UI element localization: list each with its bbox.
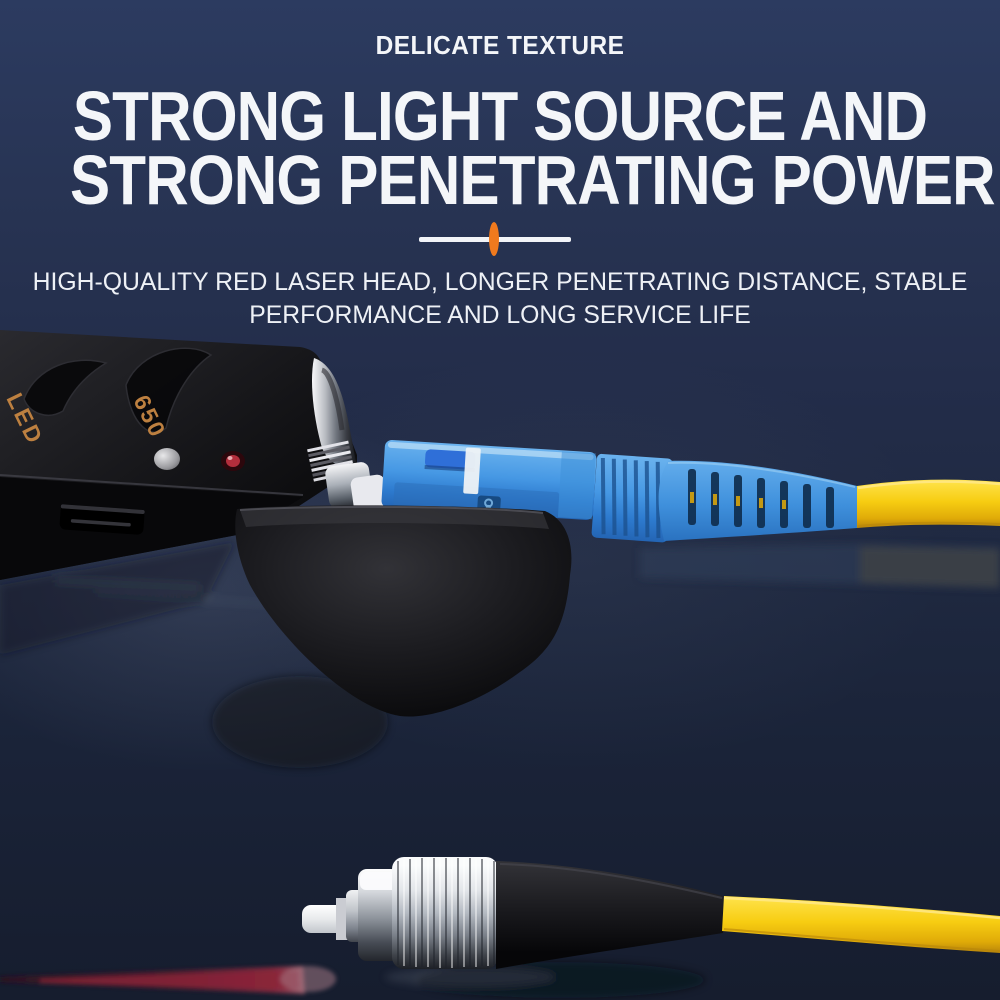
fiber-cable-top: [857, 479, 1000, 528]
tagline: DELICATE TEXTURE: [375, 30, 625, 60]
fiber-cable-bottom: [722, 896, 1000, 953]
title-line-2: STRONG PENETRATING POWER: [70, 141, 996, 219]
laser-indicator-light: [221, 451, 245, 471]
boot-slits: [688, 469, 834, 528]
button-swoosh-right: [125, 347, 213, 434]
subtitle-line-2: PERFORMANCE AND LONG SERVICE LIFE: [249, 301, 751, 329]
button-swoosh-left: [23, 359, 108, 416]
red-laser-beam: [0, 966, 336, 994]
connector-boot: [658, 460, 857, 541]
subtitle-line-1: HIGH-QUALITY RED LASER HEAD, LONGER PENE…: [32, 268, 968, 296]
surface-reflections: [0, 542, 1000, 998]
fc-connector: [0, 857, 1000, 994]
page-title: STRONG LIGHT SOURCE AND STRONG PENETRATI…: [70, 77, 996, 219]
device-front-face: [0, 477, 303, 580]
knurled-cap: [392, 857, 498, 969]
connector-collar: [358, 869, 400, 961]
strain-relief: [591, 453, 673, 543]
fc-boot: [496, 861, 727, 969]
sc-connector-assembly: [381, 439, 1000, 543]
sc-latch: [424, 449, 476, 470]
usb-port: [59, 504, 145, 535]
divider: [0, 222, 1000, 258]
power-indicator-light: [154, 448, 180, 470]
title-line-1: STRONG LIGHT SOURCE AND: [72, 77, 928, 155]
fc-adapter: [307, 358, 388, 512]
divider-accent-icon: [489, 222, 499, 256]
adapter-collar: [350, 474, 388, 512]
subtitle: HIGH-QUALITY RED LASER HEAD, LONGER PENE…: [5, 266, 995, 332]
dust-cap: [235, 505, 572, 717]
sc-white-stripe: [463, 447, 481, 495]
